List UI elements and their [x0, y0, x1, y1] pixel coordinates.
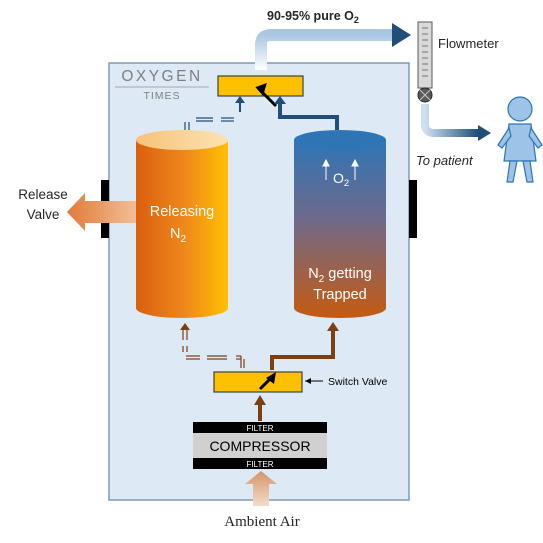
- ambient-air-arrow: [245, 471, 277, 506]
- compressor-output-arrow: [254, 395, 266, 405]
- release-valve-label-line1: Release: [18, 187, 68, 202]
- flowmeter-tube: [417, 21, 433, 89]
- output-purity-label: 90-95% pure O2: [267, 9, 359, 25]
- right-cylinder-o2-label: O2: [333, 170, 349, 189]
- switch-valve: [213, 371, 303, 393]
- patient-figure: [497, 96, 543, 183]
- inactive-feed-pipe-top: [184, 117, 234, 130]
- filter-bottom-label: FILTER: [247, 460, 274, 469]
- right-cylinder-label-line2: Trapped: [313, 287, 366, 303]
- left-cylinder-label-line1: Releasing: [150, 204, 215, 220]
- release-valve-arrow: [67, 193, 140, 231]
- oxygen-output-pipe: [255, 29, 392, 70]
- ambient-air-label: Ambient Air: [224, 514, 299, 530]
- left-cylinder-label-line2: N2: [170, 226, 186, 245]
- inactive-feed-pipe-bottom: [182, 328, 245, 368]
- release-valve-label-line2: Valve: [27, 207, 60, 222]
- valve-inlet-arrow-left: [235, 96, 245, 103]
- right-sieve-bed: [294, 130, 386, 318]
- o2-rising-arrows: [322, 158, 359, 180]
- to-patient-label: To patient: [416, 153, 474, 168]
- oxygen-feed-pipe: [278, 103, 339, 130]
- compressor: [193, 422, 327, 469]
- switch-valve-label: Switch Valve: [328, 376, 387, 388]
- brand-tagline: TIMES: [143, 90, 180, 102]
- left-sieve-bed: [136, 130, 228, 318]
- brand-name: OXYGEN: [121, 68, 202, 85]
- right-cylinder-label-line1: N2 getting: [308, 266, 372, 285]
- output-arrow-head: [392, 23, 411, 47]
- right-port: [409, 180, 417, 238]
- flowmeter-scale: [422, 27, 428, 77]
- active-feed-pipe: [270, 330, 335, 370]
- patient-arrow-head: [478, 125, 491, 141]
- flowmeter-label: Flowmeter: [438, 36, 499, 51]
- compressor-label: COMPRESSOR: [209, 438, 310, 454]
- patient-supply-pipe: [421, 104, 478, 137]
- filter-top-label: FILTER: [247, 424, 274, 433]
- output-valve-lever: [260, 90, 278, 108]
